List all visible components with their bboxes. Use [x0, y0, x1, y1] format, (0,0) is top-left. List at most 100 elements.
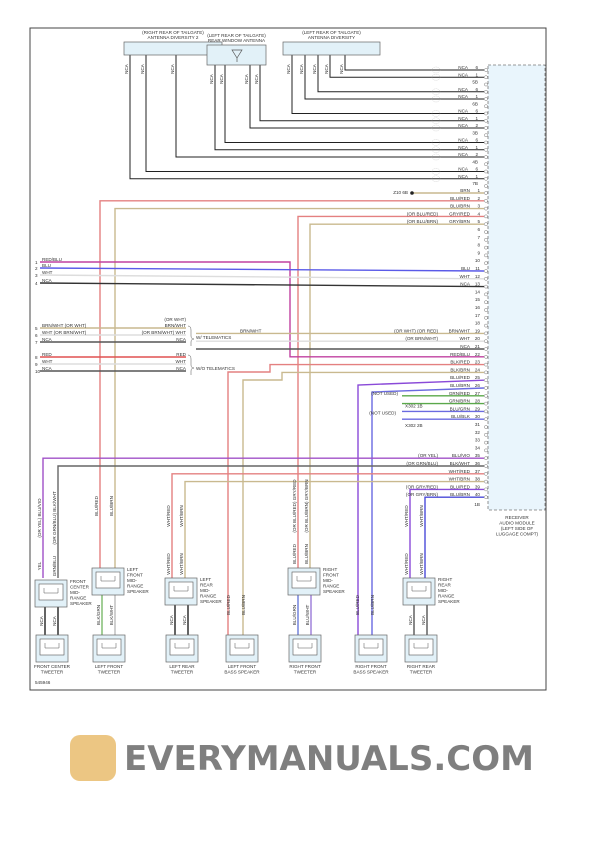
pin-terminal — [484, 440, 488, 445]
module-wire-label: BLK/BRN — [450, 367, 470, 372]
module-pin-number: 4 — [477, 211, 480, 216]
speaker-wire-label: WHT/RED — [404, 553, 409, 575]
speaker-coil-icon — [43, 588, 59, 594]
wire-pin-37 — [171, 473, 484, 578]
antenna-location: (RIGHT REAR OF TAILGATE) — [142, 30, 204, 35]
speaker-name-line: LEFT — [127, 567, 138, 572]
top-pin-number: 3B — [472, 130, 478, 135]
top-wire-label: NCA — [458, 65, 469, 70]
module-wire-alt-label: (OR BRN/WHT) — [405, 336, 438, 341]
mid-range-speaker — [34, 579, 68, 608]
antenna-wire — [214, 65, 484, 151]
input-pin-number: 3 — [35, 273, 38, 278]
speaker-link-label: BLK/GRN — [96, 605, 101, 625]
input-wire-right-label: (OR BRN/WHT) WHT — [142, 330, 187, 335]
mid-range-speaker — [402, 577, 436, 606]
speaker-name-line: FRONT — [70, 579, 86, 584]
speaker-wire-label: WHT/BRN — [179, 505, 184, 526]
tweeter — [288, 634, 322, 663]
top-pin-number: 6 — [475, 138, 478, 143]
speaker-coil-icon — [296, 576, 312, 582]
input-pin-number: 2 — [35, 266, 38, 271]
speaker-name-line: RANGE — [127, 584, 143, 589]
wire-pin-26 — [371, 387, 485, 640]
tweeter-name-line: RIGHT REAR — [407, 664, 436, 669]
tweeter-name-line: TWEETER — [410, 670, 433, 675]
antenna-wire-label: NCA — [219, 73, 224, 84]
speaker-wire-label: WHT/BRN — [419, 553, 424, 574]
module-wire-label: BLU/BLK — [451, 414, 471, 419]
module-wire-label: BLU/RED — [450, 196, 471, 201]
module-pin-number: 8 — [477, 243, 480, 248]
module-pin-number: 12 — [475, 274, 481, 279]
bass-wire-label: BLU/RED — [355, 594, 360, 615]
speaker-name-line: RANGE — [70, 596, 86, 601]
pin-terminal — [484, 214, 488, 219]
speaker-icon — [408, 638, 434, 656]
pin-terminal — [484, 155, 488, 159]
tweeter — [404, 634, 438, 663]
pin-terminal — [484, 97, 488, 101]
splice-dot — [410, 191, 414, 195]
module-pin-number: 20 — [475, 336, 481, 341]
telematics-with-label: W/ TELEMATICS — [196, 335, 231, 340]
input-pin-number: 5 — [35, 326, 38, 331]
pin-terminal — [484, 464, 488, 468]
speaker-name-line: RIGHT — [438, 577, 452, 582]
antenna-box — [282, 41, 381, 56]
pin-terminal — [484, 162, 488, 167]
module-wire-alt-label: (OR GRY/RED) — [406, 484, 439, 489]
pin-terminal — [484, 133, 488, 138]
top-pin-number: 5B — [472, 80, 478, 85]
module-wire-label: BRN — [460, 188, 470, 193]
input-wire-label: RED — [42, 352, 52, 357]
module-pin-number: 27 — [475, 391, 481, 396]
bass-wire-label: BLU/BRN — [370, 595, 375, 615]
input-wire-label: RED/BLU — [42, 257, 62, 262]
speaker-wire-label: (OR GRN/BLU) BLK/WHT — [52, 491, 57, 545]
module-pin-number: 25 — [475, 375, 481, 380]
top-pin-number: 6B — [472, 101, 478, 106]
module-pin-number: 16 — [475, 305, 481, 310]
speaker-wire-label: WHT/BRN — [419, 505, 424, 526]
shield-icon — [431, 146, 441, 153]
module-pin-number: 24 — [475, 367, 481, 372]
module-wire-label: BLU/RED — [450, 484, 471, 489]
input-pin-number: 1 — [35, 260, 38, 265]
speaker-wire-label: WHT/RED — [404, 505, 409, 527]
pin-terminal — [484, 315, 488, 320]
module-wire-label: GRY/BRN — [449, 219, 470, 224]
pin-terminal — [484, 300, 488, 305]
top-wire-label: NCA — [458, 94, 469, 99]
module-pin-number: 37 — [475, 469, 481, 474]
bass-speaker — [225, 634, 259, 663]
pin-terminal — [484, 191, 488, 195]
module-connector-tag: 1B — [474, 502, 480, 507]
shield-icon — [431, 95, 441, 103]
top-wire-label: NCA — [458, 109, 469, 114]
top-pin-number: 1 — [475, 145, 478, 150]
antenna-wire — [317, 55, 484, 93]
speaker-name-line: RANGE — [438, 594, 454, 599]
speaker-wire-label: WHT/RED — [166, 505, 171, 527]
input-wire-right-label: RED — [176, 352, 186, 357]
module-pin-number: 1 — [477, 188, 480, 193]
speaker-name-line: MID- — [70, 590, 80, 595]
pin-terminal — [484, 169, 488, 174]
module-pin-number: 2 — [477, 196, 480, 201]
pin-terminal — [484, 378, 488, 383]
wire-pin-2 — [99, 200, 484, 570]
input-wire-4 — [39, 282, 485, 288]
wire-pin-40 — [424, 496, 484, 578]
shield-icon — [431, 153, 441, 161]
pin-terminal — [484, 370, 488, 375]
antenna-wire-label: NCA — [244, 73, 249, 84]
pin-terminal — [484, 495, 488, 500]
pin-terminal — [484, 261, 488, 266]
tweeter-name-line: TWEETER — [41, 670, 64, 675]
module-wire-label: BLU/RED — [450, 375, 471, 380]
module-pin-number: 9 — [477, 250, 480, 255]
module-pin-number: 38 — [475, 477, 481, 482]
pin-terminal — [484, 425, 488, 429]
